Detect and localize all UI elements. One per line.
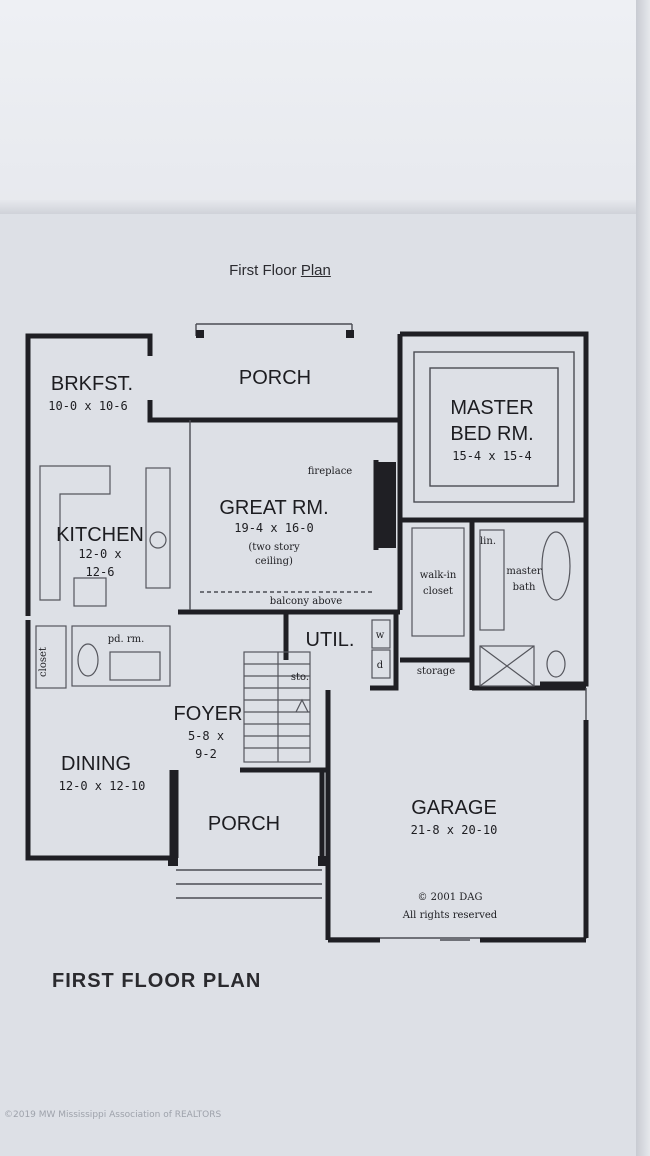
room-kitchen-dims-2: 12-6	[86, 565, 115, 579]
porch-post	[318, 856, 328, 866]
linen-label: lin.	[480, 536, 496, 547]
annotation-labels: fireplace balcony above walk-in closet m…	[38, 466, 542, 683]
room-master-label-1: MASTER	[450, 397, 533, 419]
room-master-dims: 15-4 x 15-4	[452, 449, 531, 463]
room-brkfst-dims: 10-0 x 10-6	[48, 399, 127, 413]
stair-up-arrow	[295, 698, 309, 713]
exterior-walls	[25, 323, 589, 943]
kitchen-counter	[39, 465, 111, 601]
master-bath-label-1: master	[506, 566, 542, 577]
walk-in-label-2: closet	[423, 586, 453, 597]
range-icon	[73, 577, 107, 607]
copyright-line-2: All rights reserved	[402, 910, 498, 921]
room-porch-bottom-label: PORCH	[208, 813, 280, 835]
walk-in-label-1: walk-in	[420, 570, 457, 581]
header-plan-word: Plan	[300, 262, 331, 279]
paper-edge	[0, 200, 650, 218]
page-shadow	[636, 0, 650, 1156]
bath-vanity	[479, 529, 505, 631]
sink-icon	[149, 531, 167, 549]
staircase	[243, 651, 311, 763]
room-great-label: GREAT RM.	[219, 497, 328, 519]
watermark-text: ©2019 MW Mississippi Association of REAL…	[4, 1110, 222, 1120]
room-garage-label: GARAGE	[411, 797, 497, 819]
closet-label: closet	[38, 647, 49, 677]
room-great-dims: 19-4 x 16-0	[234, 521, 313, 535]
porch-top-edge	[195, 323, 353, 336]
room-dining-dims: 12-0 x 12-10	[59, 779, 146, 793]
bathtub-icon	[541, 531, 571, 601]
room-kitchen-label: KITCHEN	[56, 524, 144, 546]
wall-master-outer	[400, 331, 589, 687]
powder-room	[71, 625, 171, 687]
dryer-icon	[371, 649, 391, 679]
master-tray-ceiling	[413, 351, 575, 503]
porch-post	[346, 330, 354, 338]
room-foyer-label: FOYER	[174, 703, 243, 725]
bath-toilet-icon	[546, 650, 566, 678]
plan-header: First Floor Plan	[0, 262, 560, 279]
storage-label: storage	[417, 666, 455, 677]
toilet-icon	[77, 643, 99, 677]
room-kitchen-dims-1: 12-0 x	[78, 547, 121, 561]
wall-brkfst-right	[147, 400, 178, 423]
wall-dining-outer	[25, 620, 172, 861]
shower-icon	[479, 645, 535, 687]
sto-label: sto.	[291, 672, 309, 683]
first-floor-plan-title: FIRST FLOOR PLAN	[52, 970, 262, 992]
background-page	[0, 0, 650, 215]
closet-box	[35, 625, 67, 689]
room-garage-dims: 21-8 x 20-10	[411, 823, 498, 837]
front-steps	[176, 869, 322, 899]
washer-label: w	[376, 630, 385, 641]
room-labels: PORCH BRKFST. 10-0 x 10-6 MASTER BED RM.…	[48, 367, 533, 921]
room-great-note-1: (two story	[248, 542, 300, 553]
master-bath-label-2: bath	[513, 582, 536, 593]
porch-post	[168, 856, 178, 866]
copyright-line-1: © 2001 DAG	[417, 892, 482, 903]
wall-brkfst-top	[25, 333, 153, 356]
master-tray-inner	[429, 367, 559, 487]
header-prefix: First Floor	[229, 262, 297, 279]
room-master-label-2: BED RM.	[450, 423, 533, 445]
fireplace-label: fireplace	[308, 466, 353, 477]
fireplace-icon	[374, 462, 396, 548]
room-brkfst-label: BRKFST.	[51, 373, 133, 395]
room-foyer-dims-2: 9-2	[195, 747, 217, 761]
interior-details	[35, 330, 575, 941]
room-porch-top-label: PORCH	[239, 367, 311, 389]
dryer-label: d	[377, 660, 384, 671]
porch-post	[196, 330, 204, 338]
washer-icon	[371, 619, 391, 649]
room-foyer-dims-1: 5-8 x	[188, 729, 224, 743]
room-dining-label: DINING	[61, 753, 131, 775]
wall-util-right	[370, 610, 399, 691]
room-great-note-2: ceiling)	[255, 556, 293, 567]
kitchen-island	[145, 467, 171, 589]
balcony-label: balcony above	[270, 596, 342, 607]
powder-room-label: pd. rm.	[108, 634, 145, 645]
vanity-icon	[109, 651, 161, 681]
room-util-label: UTIL.	[306, 629, 355, 651]
walk-in-closet-outline	[411, 527, 465, 637]
